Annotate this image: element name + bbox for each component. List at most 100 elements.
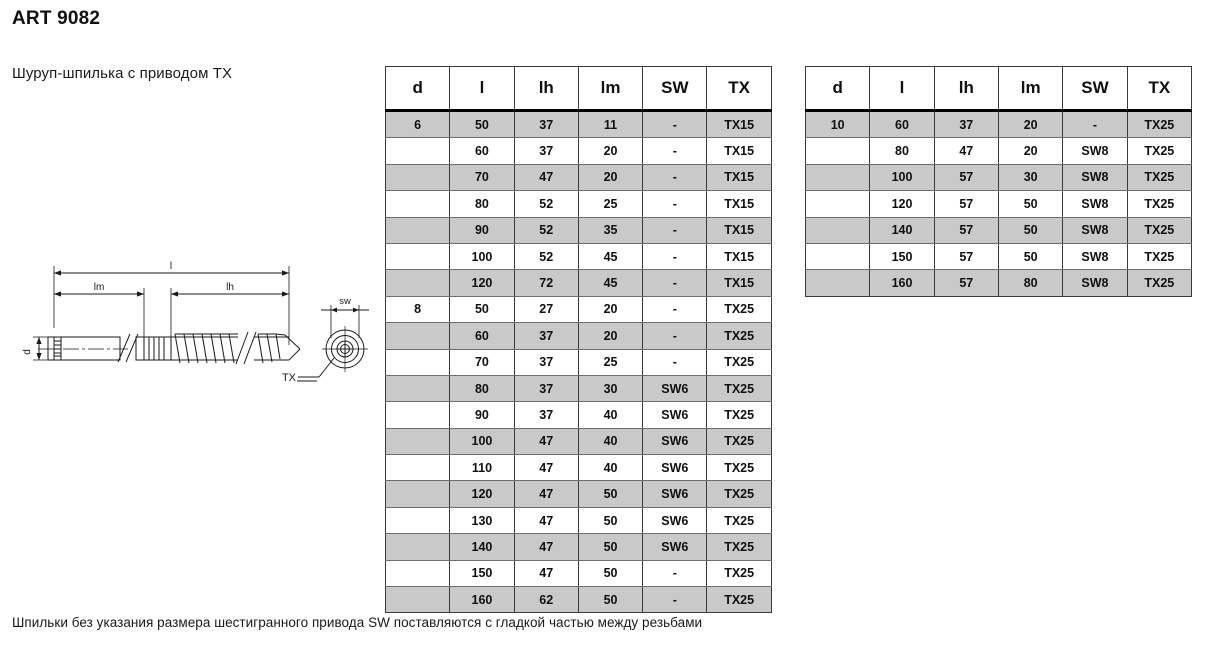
table-cell-lh: 47 xyxy=(513,454,579,482)
drawing-label-tx: TX xyxy=(282,372,297,384)
table-cell-lm: 20 xyxy=(997,109,1064,139)
table-cell-lm: 35 xyxy=(577,216,644,244)
table-cell-lh: 52 xyxy=(513,216,579,244)
table-cell-lh: 37 xyxy=(933,109,999,139)
table-cell-lm: 50 xyxy=(997,216,1064,244)
technical-drawing: l lm lh d sw TX xyxy=(8,250,388,405)
table-cell-d xyxy=(384,137,451,165)
table-cell-tx: TX25 xyxy=(706,586,772,614)
table-cell-lm: 40 xyxy=(577,401,644,429)
column-header-d: d xyxy=(804,66,871,112)
table-cell-lm: 50 xyxy=(997,190,1064,218)
table-cell-tx: TX25 xyxy=(706,427,772,456)
table-cell-lh: 47 xyxy=(513,559,579,588)
table-cell-d xyxy=(384,374,451,403)
product-subtitle: Шуруп-шпилька с приводом ТХ xyxy=(12,65,233,82)
table-cell-l: 120 xyxy=(869,190,935,218)
table-cell-tx: TX25 xyxy=(1126,269,1193,297)
table-cell-l: 60 xyxy=(449,322,515,350)
table-cell-l: 160 xyxy=(869,269,935,297)
table-cell-tx: TX25 xyxy=(706,506,772,535)
table-cell-d xyxy=(384,269,451,297)
footer-note: Шпильки без указания размера шестигранно… xyxy=(12,615,703,630)
table-cell-tx: TX15 xyxy=(706,269,772,297)
table-cell-lm: 25 xyxy=(577,348,644,376)
table-cell-d xyxy=(804,269,871,297)
table-cell-sw: SW6 xyxy=(642,533,708,561)
column-header-d: d xyxy=(384,66,451,112)
table-cell-lh: 47 xyxy=(513,533,579,561)
drawing-label-lh: lh xyxy=(226,282,234,293)
column-header-lm: lm xyxy=(997,66,1064,112)
table-cell-sw: - xyxy=(642,137,708,165)
table-cell-sw: SW8 xyxy=(1062,216,1128,244)
table-cell-lm: 30 xyxy=(577,374,644,403)
table-cell-tx: TX25 xyxy=(706,401,772,429)
table-cell-d xyxy=(384,163,451,192)
table-cell-d xyxy=(804,242,871,271)
table-cell-d xyxy=(384,322,451,350)
table-cell-tx: TX25 xyxy=(706,374,772,403)
table-cell-sw: SW8 xyxy=(1062,190,1128,218)
table-cell-d xyxy=(384,401,451,429)
table-cell-lh: 37 xyxy=(513,109,579,139)
table-cell-d xyxy=(384,427,451,456)
table-cell-tx: TX15 xyxy=(706,163,772,192)
table-cell-tx: TX25 xyxy=(706,295,772,324)
table-cell-l: 100 xyxy=(449,427,515,456)
table-cell-tx: TX25 xyxy=(1126,137,1193,165)
table-cell-tx: TX25 xyxy=(1126,109,1193,139)
table-cell-tx: TX25 xyxy=(706,559,772,588)
table-cell-lh: 62 xyxy=(513,586,579,614)
table-cell-tx: TX15 xyxy=(706,242,772,271)
table-cell-lm: 45 xyxy=(577,242,644,271)
table-cell-sw: SW8 xyxy=(1062,242,1128,271)
table-cell-l: 80 xyxy=(449,374,515,403)
table-cell-d xyxy=(384,454,451,482)
column-header-sw: SW xyxy=(642,66,708,112)
table-cell-l: 130 xyxy=(449,506,515,535)
table-cell-d xyxy=(384,586,451,614)
table-cell-d xyxy=(384,559,451,588)
column-header-tx: TX xyxy=(706,66,772,112)
table-cell-lh: 57 xyxy=(933,190,999,218)
column-header-tx: TX xyxy=(1126,66,1193,112)
table-cell-lh: 72 xyxy=(513,269,579,297)
table-cell-tx: TX25 xyxy=(1126,163,1193,192)
table-cell-lh: 47 xyxy=(513,506,579,535)
drawing-label-l: l xyxy=(170,261,172,272)
table-cell-tx: TX15 xyxy=(706,137,772,165)
drawing-label-sw: sw xyxy=(339,296,351,307)
table-cell-l: 50 xyxy=(449,109,515,139)
table-cell-d xyxy=(384,242,451,271)
table-cell-d xyxy=(384,216,451,244)
table-cell-lm: 20 xyxy=(577,295,644,324)
table-cell-l: 70 xyxy=(449,163,515,192)
table-cell-sw: - xyxy=(642,190,708,218)
table-cell-lh: 57 xyxy=(933,163,999,192)
column-header-l: l xyxy=(869,66,935,112)
table-cell-sw: - xyxy=(1062,109,1128,139)
drawing-label-d: d xyxy=(22,349,33,355)
table-cell-sw: - xyxy=(642,322,708,350)
table-header-row: d l lh lm SW TX xyxy=(384,66,772,112)
table-cell-lm: 20 xyxy=(577,322,644,350)
table-cell-sw: SW6 xyxy=(642,427,708,456)
table-cell-lm: 20 xyxy=(577,163,644,192)
table-cell-l: 100 xyxy=(449,242,515,271)
